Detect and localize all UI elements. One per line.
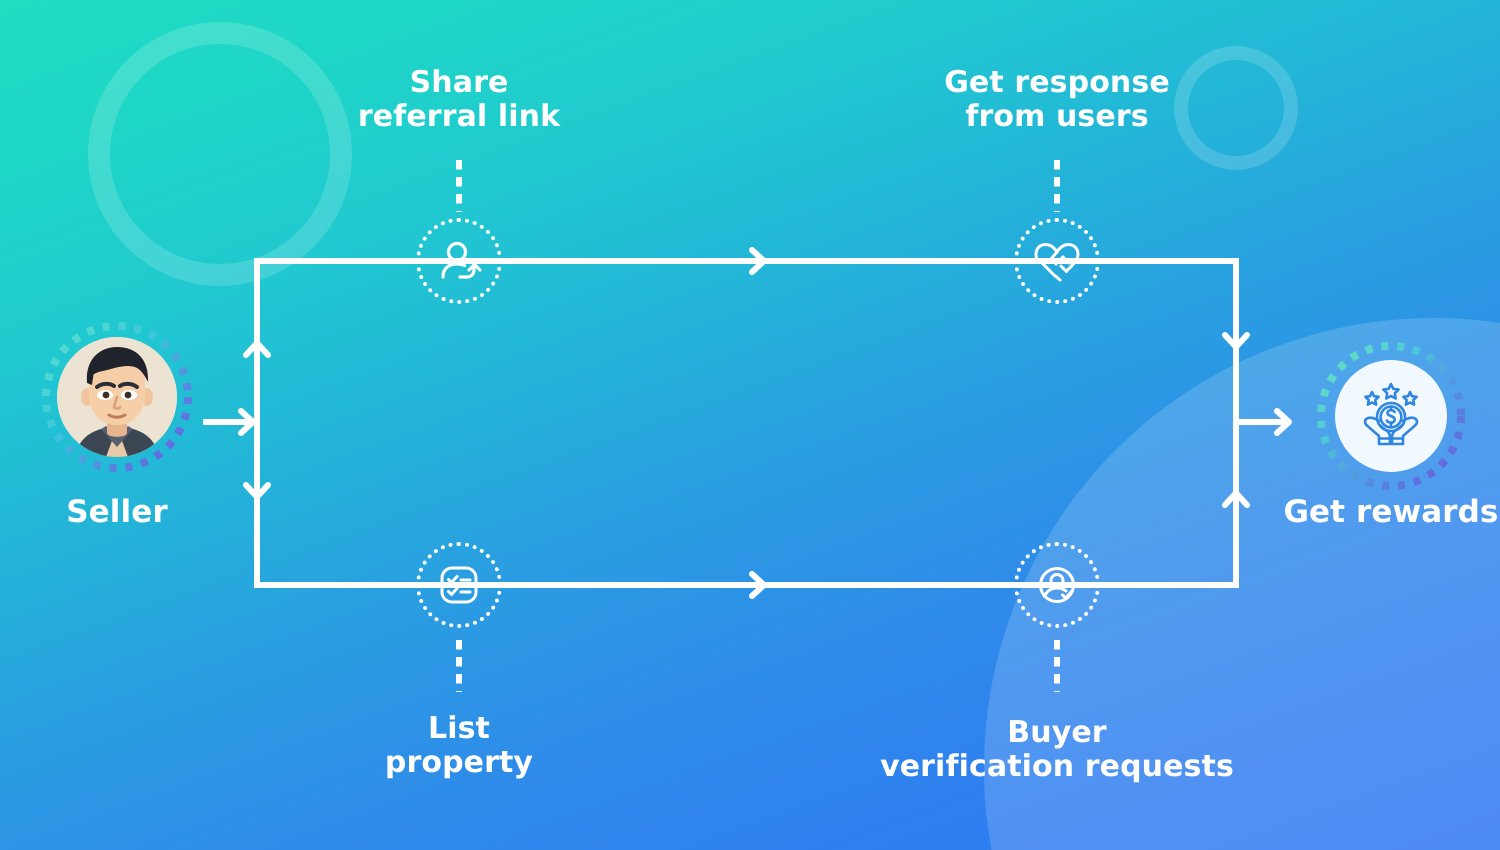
node-ring <box>1014 542 1100 628</box>
stem-buyer-verification <box>1054 640 1060 692</box>
person-share-icon <box>441 241 482 279</box>
rail-bottom-horizontal <box>254 582 1239 588</box>
node-buyer-verification[interactable] <box>1014 542 1100 628</box>
node-get-response[interactable] <box>1014 218 1100 304</box>
label-get-response: Get response from users <box>944 65 1170 134</box>
node-ring <box>1014 218 1100 304</box>
node-share-referral-link[interactable] <box>416 218 502 304</box>
rail-top-horizontal <box>254 258 1239 264</box>
checklist-icon <box>440 566 478 604</box>
node-ring <box>416 218 502 304</box>
seller-label: Seller <box>66 494 168 530</box>
node-list-property[interactable] <box>416 542 502 628</box>
stem-get-response <box>1054 160 1060 212</box>
label-buyer-verification: Buyer verification requests <box>880 715 1234 784</box>
rail-seller-to-split <box>203 419 257 425</box>
stem-share-referral-link <box>456 160 462 212</box>
avatar-dotted-ring <box>42 322 192 472</box>
hands-coin-stars-icon <box>1363 382 1419 446</box>
label-get-rewards: Get rewards <box>1283 494 1499 530</box>
handshake-heart-icon <box>1034 243 1080 282</box>
stem-list-property <box>456 640 462 692</box>
rewards-dotted-ring <box>1317 342 1465 490</box>
background-ring-left <box>88 22 352 286</box>
seller-avatar <box>57 337 177 457</box>
rail-merge-to-rewards <box>1236 419 1290 425</box>
seller-node[interactable] <box>38 318 196 476</box>
rail-left-vertical <box>254 258 260 588</box>
user-verified-icon <box>1039 567 1075 603</box>
label-list-property: List property <box>384 711 534 780</box>
node-ring <box>416 542 502 628</box>
node-get-rewards[interactable] <box>1313 338 1469 494</box>
label-share-referral-link: Share referral link <box>357 65 561 134</box>
